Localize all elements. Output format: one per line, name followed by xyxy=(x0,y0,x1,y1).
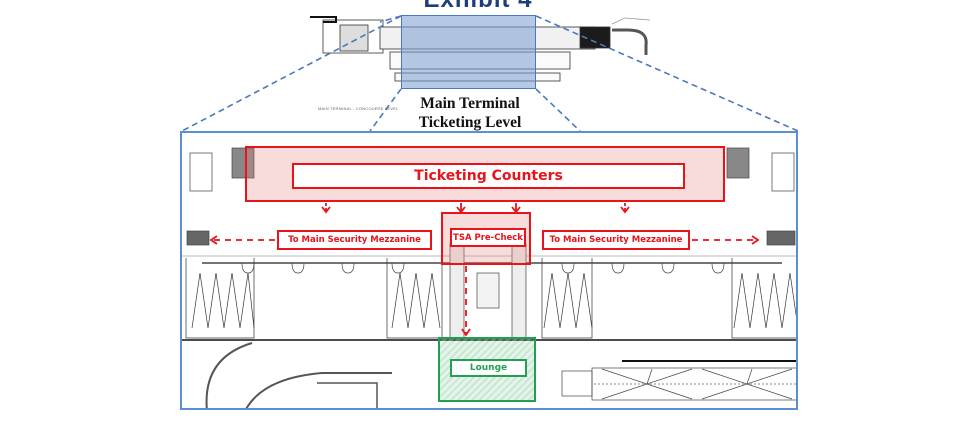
arrow-tsa-to-lounge-head xyxy=(461,328,471,337)
flow-arrows xyxy=(209,203,760,337)
floor-plan: Ticketing Counters TSA Pre-Check To Main… xyxy=(180,131,798,410)
floor-plan-lineart xyxy=(182,147,796,408)
arrow-left-mezzanine-head xyxy=(209,235,218,245)
security-mezzanine-label-left[interactable]: To Main Security Mezzanine xyxy=(277,230,432,250)
tsa-precheck-zone[interactable]: TSA Pre-Check xyxy=(441,212,531,265)
exhibit-title: Exhibit 4 xyxy=(0,0,956,14)
escalator-fans-left xyxy=(185,258,443,339)
arrow-down-tsa-1-head xyxy=(456,206,466,214)
arrow-right-mezzanine-head xyxy=(751,235,760,245)
keymap-caption-line2: Ticketing Level xyxy=(418,114,522,131)
keymap-caption-line1: Main Terminal xyxy=(420,95,520,112)
callout-lines xyxy=(181,15,799,132)
escalator-fans-right xyxy=(541,258,796,339)
arrow-down-left-head xyxy=(321,206,331,214)
keymap-highlight-area xyxy=(401,15,536,89)
ticketing-counters-zone[interactable]: Ticketing Counters xyxy=(245,146,725,202)
tsa-precheck-label: TSA Pre-Check xyxy=(450,228,526,247)
arrow-down-right-head xyxy=(620,206,630,214)
lounge-label: Lounge xyxy=(450,359,527,377)
security-mezzanine-label-right[interactable]: To Main Security Mezzanine xyxy=(542,230,690,250)
keymap-tiny-label: MAIN TERMINAL - CONCOURSE LEVEL xyxy=(318,106,399,111)
lounge-zone[interactable]: Lounge xyxy=(438,337,536,402)
arrow-down-tsa-2-head xyxy=(511,206,521,214)
keymap-caption: Main Terminal Ticketing Level xyxy=(395,94,545,132)
ticketing-counters-label: Ticketing Counters xyxy=(292,163,685,189)
